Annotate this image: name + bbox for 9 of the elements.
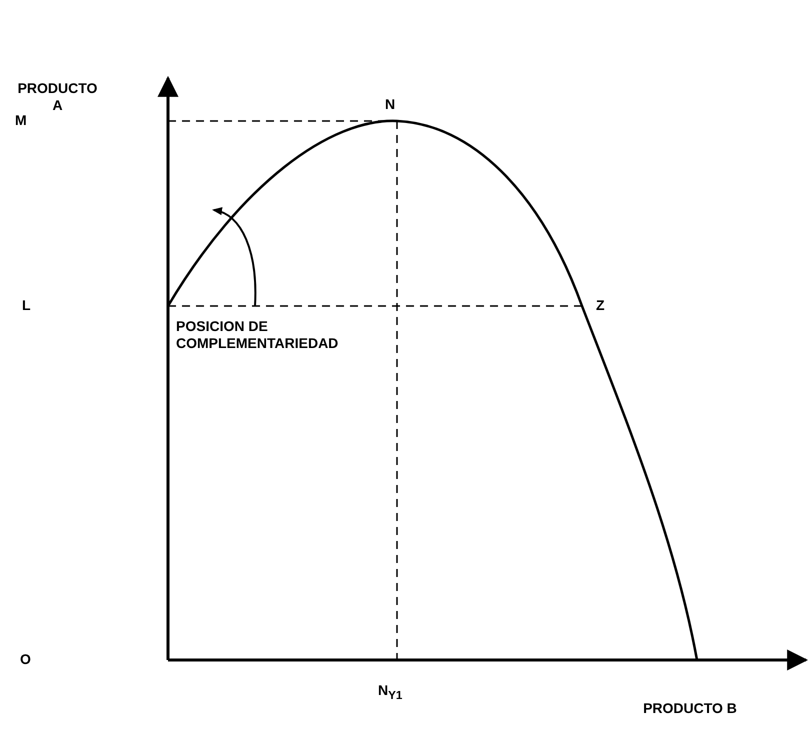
axis-label: PRODUCTO A — [16, 80, 98, 114]
tick-label: N$_{Y1}$ — [378, 682, 404, 704]
origin-label: O — [20, 651, 32, 668]
point-label: L — [22, 297, 32, 314]
annotation-text: POSICION DE COMPLEMENTARIEDAD — [176, 318, 340, 352]
point-label: N — [385, 96, 396, 113]
axis-label: PRODUCTO B — [642, 700, 738, 717]
point-label: M — [15, 112, 28, 129]
point-label: Z — [596, 297, 606, 314]
